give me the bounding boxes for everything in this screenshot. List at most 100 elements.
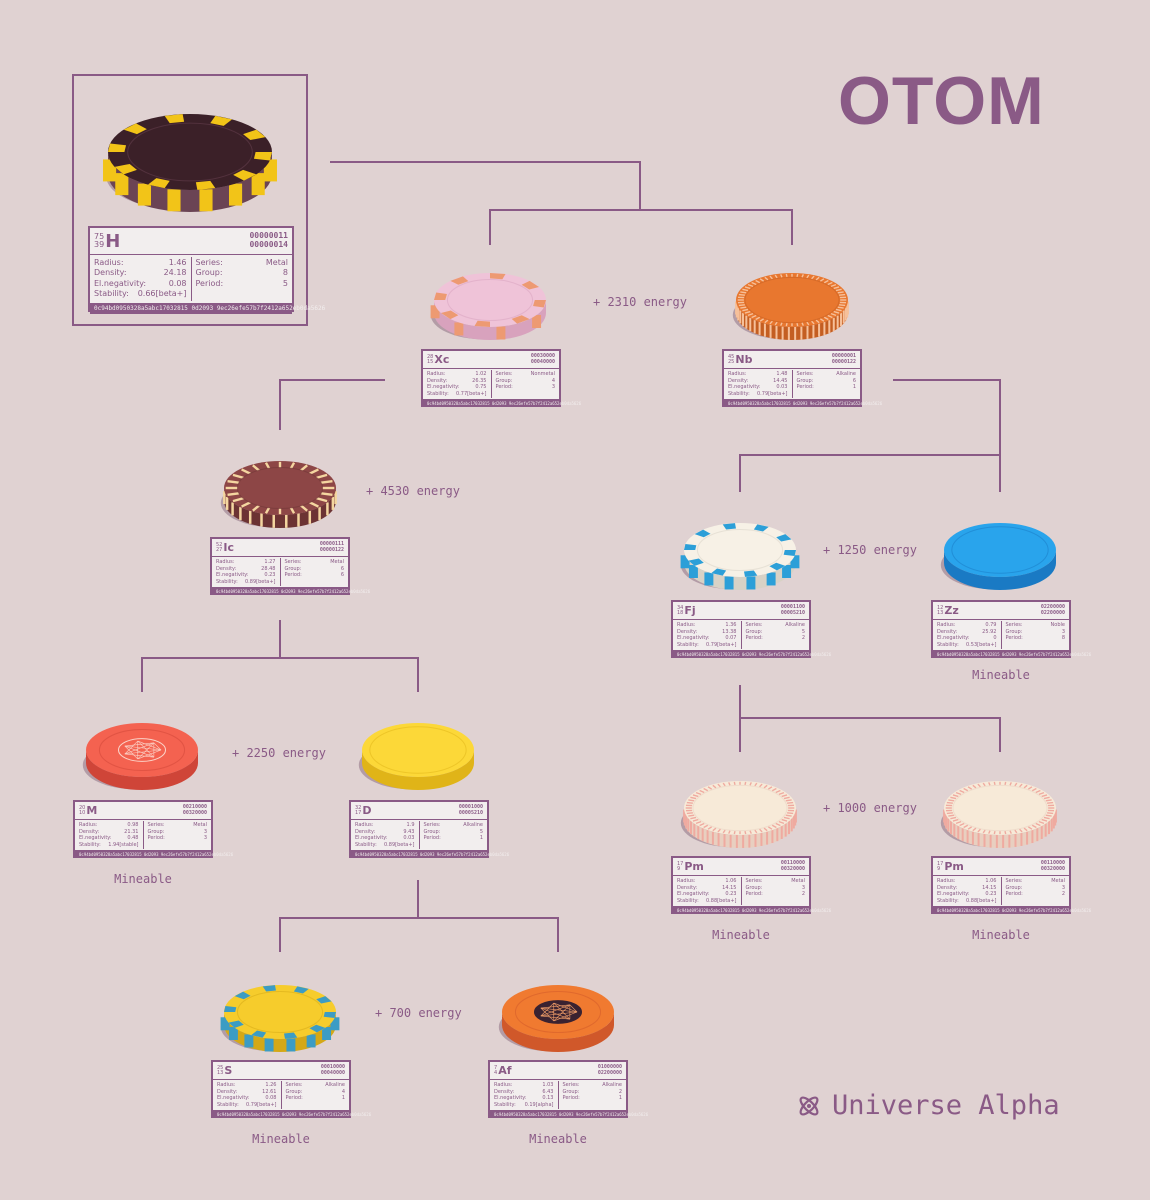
group-value: 4 xyxy=(551,377,555,384)
electronegativity-value: 0.75 xyxy=(475,384,487,390)
element-card-xc: 28 15 Xc 00030000 00040000 Radius:1.02 D… xyxy=(421,349,581,407)
element-codes: 00010000 00040000 xyxy=(321,1064,345,1076)
card-header: 17 9 Pm 00110000 00320000 xyxy=(933,858,1069,876)
element-codes: 00110000 00320000 xyxy=(780,860,805,872)
period-value: 2 xyxy=(1061,891,1065,897)
classification-properties: Series:Alkaline Group:6 Period:1 xyxy=(791,370,861,398)
mass-number: 28 xyxy=(427,353,434,360)
physical-properties: Radius:0.98 Density:21.31 El.negativity:… xyxy=(75,821,143,849)
element-card-nb: 45 25 Nb 00000001 00000122 Radius:1.48 D… xyxy=(722,349,882,407)
density-label: Density: xyxy=(677,884,698,891)
nuclide-numbers: 45 25 xyxy=(728,354,734,365)
element-hash: 0c94bd0950328a5abc17032815 0d2093 9ec26e… xyxy=(724,400,882,407)
group-value: 3 xyxy=(801,884,805,891)
mass-number: 12 xyxy=(937,604,944,611)
mineable-label-pm-2: Mineable xyxy=(972,928,1030,942)
group-label: Group: xyxy=(284,565,302,572)
element-card-zz: 12 13 Zz 02200000 02200000 Radius:0.79 D… xyxy=(931,600,1091,658)
code-2: 00320000 xyxy=(780,865,805,872)
density-value: 14.45 xyxy=(773,377,788,384)
series-value: Nonmetal xyxy=(530,371,555,377)
code-1: 02200000 xyxy=(1040,604,1065,610)
chip-m xyxy=(78,715,206,802)
card-header: 25 13 S 00010000 00040000 xyxy=(213,1062,349,1080)
card-header: 17 9 Pm 00110000 00320000 xyxy=(673,858,809,876)
period-value: 2 xyxy=(801,891,805,897)
energy-label-pm: + 1000 energy xyxy=(823,801,917,815)
period-value: 8 xyxy=(1061,635,1065,641)
classification-properties: Series:Metal Group:3 Period:2 xyxy=(1000,877,1070,905)
electronegativity-value: 0.03 xyxy=(776,384,788,390)
stability-value: 0.66[beta+] xyxy=(137,289,187,299)
physical-properties: Radius:1.46 Density:24.18 El.negativity:… xyxy=(90,257,191,301)
stability-value: 1.94[stable] xyxy=(108,841,139,848)
series-value: Metal xyxy=(791,878,805,884)
energy-label-xc-nb: + 2310 energy xyxy=(593,295,687,309)
classification-properties: Series:Alkaline Group:5 Period:1 xyxy=(418,821,488,849)
series-label: Series: xyxy=(423,822,441,828)
period-label: Period: xyxy=(195,278,224,288)
atomic-number: 4 xyxy=(494,1069,498,1076)
period-value: 6 xyxy=(340,572,344,578)
group-value: 3 xyxy=(1061,884,1065,891)
element-codes: 00110000 00320000 xyxy=(1041,860,1065,872)
energy-label-s-af: + 700 energy xyxy=(375,1006,462,1020)
electronegativity-value: 0.23 xyxy=(264,572,276,578)
nuclide-numbers: 34 18 xyxy=(677,605,683,616)
element-hash: 0c94bd0950328a5abc17032815 0d2093 9ec26e… xyxy=(673,907,831,914)
series-label: Series: xyxy=(284,559,302,565)
chip-pm2 xyxy=(936,773,1064,860)
element-card-h: 75 39 H 00000011 00000014 Radius:1.46 De… xyxy=(88,226,325,314)
element-symbol: Ic xyxy=(223,541,234,554)
atomic-number: 10 xyxy=(79,809,86,816)
nuclide-numbers: 7 4 xyxy=(494,1065,498,1076)
stability-label: Stability: xyxy=(937,897,959,904)
radius-value: 1.46 xyxy=(168,258,187,267)
element-symbol: D xyxy=(362,804,372,817)
stability-label: Stability: xyxy=(79,841,101,848)
series-label: Series: xyxy=(147,822,165,828)
physical-properties: Radius:1.02 Density:26.35 El.negativity:… xyxy=(423,370,491,398)
connector-m-d-bar xyxy=(141,657,419,692)
period-label: Period: xyxy=(1005,891,1023,897)
chip-zz xyxy=(936,515,1064,602)
element-codes: 00000011 00000014 xyxy=(249,231,288,250)
electronegativity-label: El.negativity: xyxy=(937,635,970,641)
radius-label: Radius: xyxy=(937,878,956,884)
mass-number: 20 xyxy=(79,804,86,811)
period-value: 3 xyxy=(551,384,555,390)
nuclide-numbers: 17 9 xyxy=(937,860,944,872)
series-label: Series: xyxy=(745,878,763,884)
stability-label: Stability: xyxy=(937,641,959,648)
element-card-fj: 34 18 Fj 00001100 00005210 Radius:1.36 D… xyxy=(671,600,831,658)
card-header: 52 27 Ic 00000111 00000122 xyxy=(212,539,348,557)
radius-value: 0.79 xyxy=(985,622,997,628)
code-2: 00005210 xyxy=(780,609,805,616)
series-value: Alkaline xyxy=(463,822,483,828)
stability-label: Stability: xyxy=(427,390,449,397)
period-label: Period: xyxy=(285,1095,303,1101)
density-label: Density: xyxy=(677,628,698,635)
radius-label: Radius: xyxy=(937,622,956,628)
physical-properties: Radius:1.26 Density:12.61 El.negativity:… xyxy=(213,1081,281,1109)
code-2: 00000014 xyxy=(249,240,288,249)
physical-properties: Radius:0.79 Density:25.92 El.negativity:… xyxy=(933,621,1001,649)
code-2: 00000122 xyxy=(831,358,856,365)
stability-label: Stability: xyxy=(677,641,699,648)
element-hash: 0c94bd0950328a5abc17032815 0d2093 9ec26e… xyxy=(933,651,1091,658)
element-symbol: H xyxy=(105,230,121,252)
radius-value: 0.98 xyxy=(127,822,139,828)
nuclide-numbers: 12 13 xyxy=(937,604,944,616)
classification-properties: Series:Metal Group:8 Period:5 xyxy=(190,257,293,301)
radius-value: 1.02 xyxy=(475,371,487,377)
classification-properties: Series:Metal Group:6 Period:6 xyxy=(279,558,349,586)
radius-label: Radius: xyxy=(217,1082,236,1088)
card-header: 7 4 Af 01000000 02200000 xyxy=(490,1062,626,1080)
density-label: Density: xyxy=(427,377,448,384)
electronegativity-value: 0.48 xyxy=(127,835,139,841)
physical-properties: Radius:1.27 Density:28.48 El.negativity:… xyxy=(212,558,280,586)
element-symbol: Xc xyxy=(434,353,450,366)
mass-number: 17 xyxy=(937,860,944,867)
code-1: 00110000 xyxy=(780,860,805,866)
mass-number: 25 xyxy=(217,1064,224,1071)
